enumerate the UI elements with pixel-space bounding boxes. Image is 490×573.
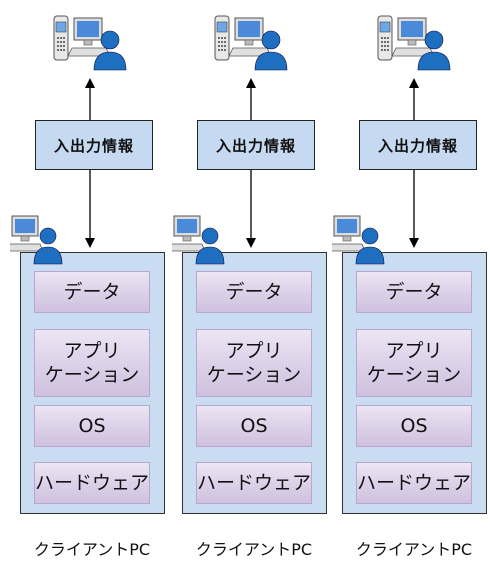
client-pc-caption: クライアントPC — [195, 540, 313, 559]
stack-layer: アプリ ケーション — [196, 329, 312, 397]
stack-layer: ハードウェア — [356, 462, 472, 504]
mobile-phone-icon — [53, 15, 69, 61]
mobile-phone-icon — [214, 15, 230, 61]
stack-layer: OS — [34, 405, 150, 447]
stack-layer: OS — [356, 405, 472, 447]
client-device-icons — [7, 210, 70, 266]
stack-layer: データ — [356, 271, 472, 313]
user-icon — [355, 227, 385, 265]
client-pc-caption: クライアントPC — [355, 540, 473, 559]
desktop-computer-icon — [391, 17, 435, 57]
io-info-box: 入出力情報 — [35, 120, 153, 170]
desktop-computer-icon — [169, 215, 206, 252]
stack-layer: データ — [34, 271, 150, 313]
desktop-computer-icon — [329, 215, 366, 252]
desktop-computer-icon — [228, 17, 272, 57]
client-device-icons — [169, 210, 232, 266]
stack-layer: OS — [196, 405, 312, 447]
user-icon — [33, 227, 63, 265]
io-info-box: 入出力情報 — [197, 120, 315, 170]
client-pc-box: データアプリ ケーション OS ハードウェア — [182, 252, 327, 514]
top-device-icons — [211, 12, 291, 76]
user-icon — [417, 30, 451, 71]
stack-layer: ハードウェア — [34, 462, 150, 504]
top-device-icons — [50, 12, 130, 76]
stack-layer: データ — [196, 271, 312, 313]
io-info-box: 入出力情報 — [359, 120, 477, 170]
desktop-computer-icon — [67, 17, 111, 57]
mobile-phone-icon — [377, 15, 393, 61]
user-icon — [93, 30, 127, 71]
user-icon — [195, 227, 225, 265]
client-pc-box: データアプリ ケーション OS ハードウェア — [20, 252, 165, 514]
user-icon — [254, 30, 288, 71]
client-device-icons — [329, 210, 392, 266]
stack-layer: ハードウェア — [196, 462, 312, 504]
client-pc-box: データアプリ ケーション OS ハードウェア — [342, 252, 487, 514]
top-device-icons — [374, 12, 454, 76]
client-pc-caption: クライアントPC — [33, 540, 151, 559]
stack-layer: アプリ ケーション — [34, 329, 150, 397]
stack-layer: アプリ ケーション — [356, 329, 472, 397]
desktop-computer-icon — [7, 215, 44, 252]
